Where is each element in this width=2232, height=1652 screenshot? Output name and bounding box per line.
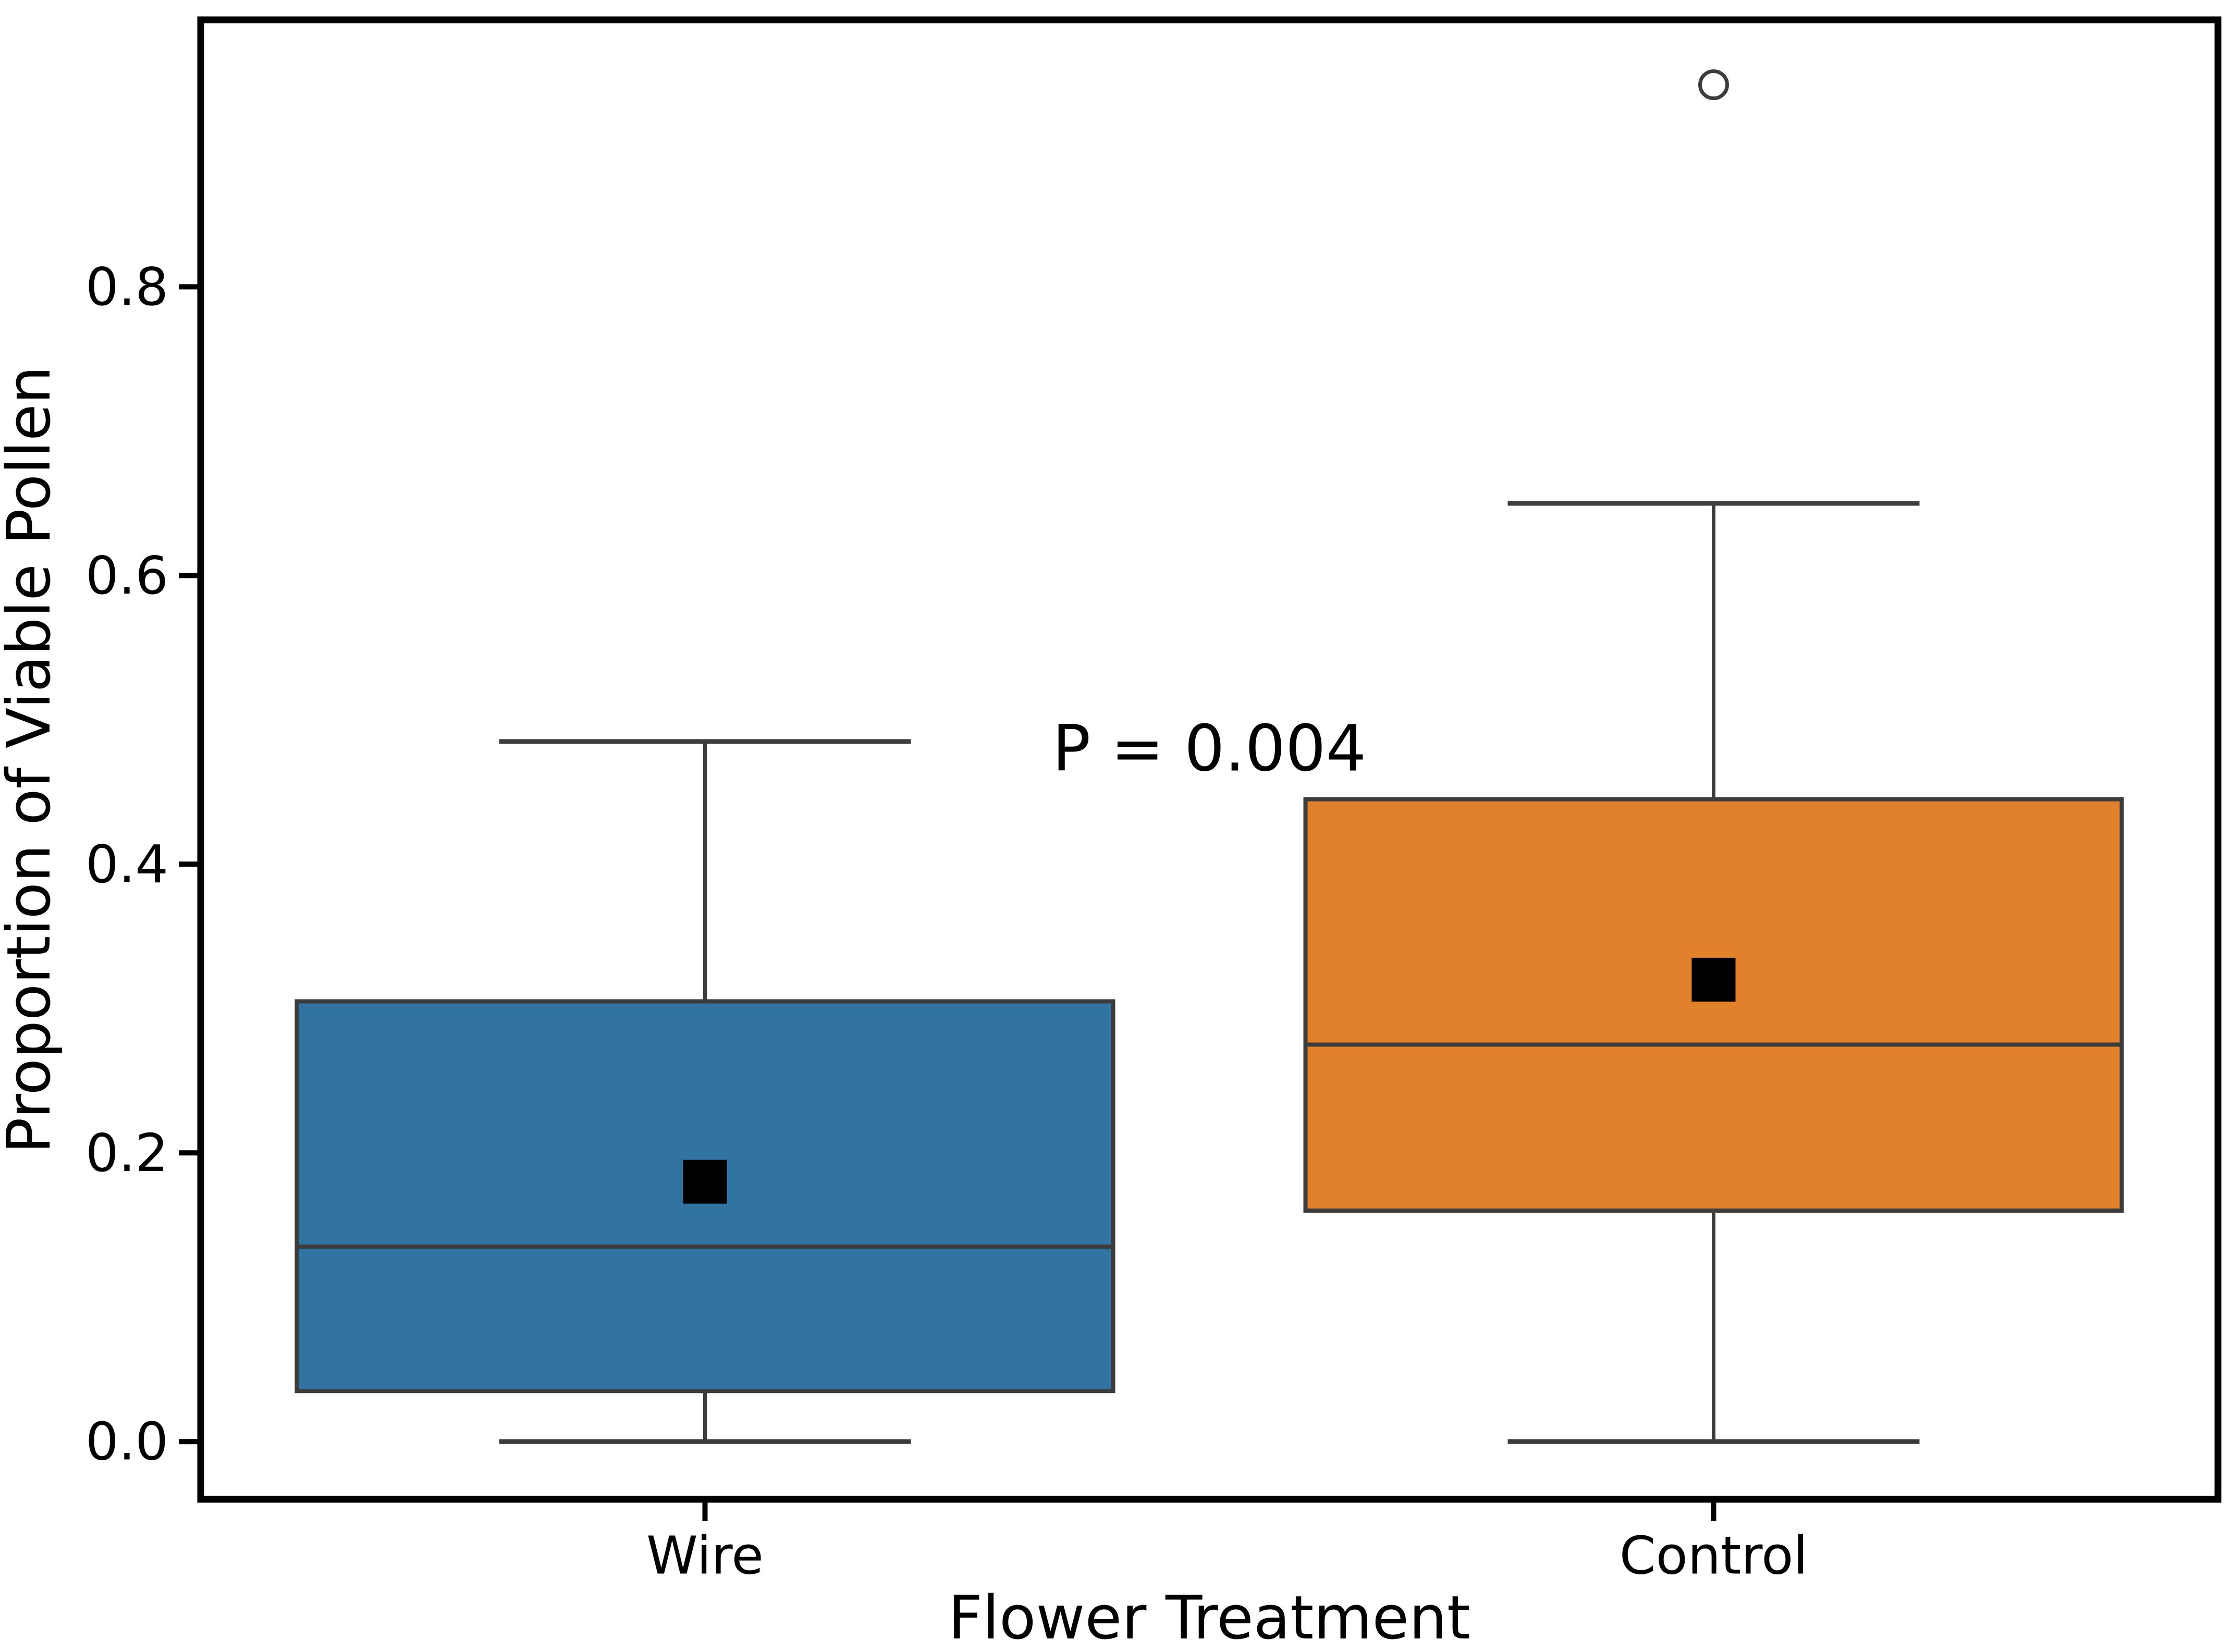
y-tick-label: 0.2 [85, 1123, 168, 1183]
mean-marker [683, 1160, 727, 1204]
x-tick-label-wire: Wire [646, 1525, 764, 1586]
x-axis-label: Flower Treatment [948, 1583, 1470, 1652]
iqr-box-control [1303, 797, 2124, 1213]
y-tick-label: 0.0 [85, 1411, 168, 1472]
box-group-wire [295, 739, 1115, 1444]
outlier-point [1698, 69, 1729, 101]
p-value-annotation: P = 0.004 [1052, 712, 1367, 786]
mean-marker [1691, 957, 1736, 1002]
y-tick-label: 0.8 [85, 256, 168, 317]
box-group-control [1303, 69, 2124, 1444]
y-tick-label: 0.6 [85, 545, 168, 606]
y-tick-label: 0.4 [85, 834, 168, 895]
x-axis: Wire Control [646, 1499, 1808, 1586]
x-tick-label-control: Control [1620, 1525, 1808, 1586]
box-series [295, 69, 2124, 1444]
y-axis-label: Proportion of Viable Pollen [0, 366, 64, 1153]
y-axis: 0.0 0.2 0.4 0.6 0.8 [85, 256, 201, 1472]
